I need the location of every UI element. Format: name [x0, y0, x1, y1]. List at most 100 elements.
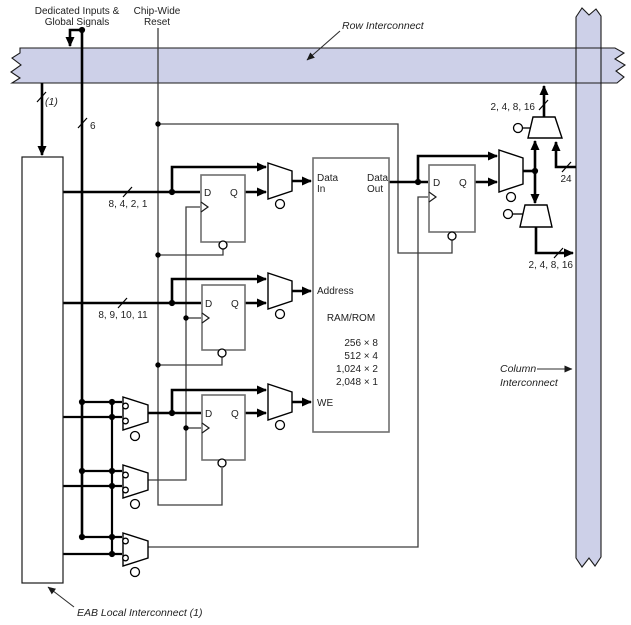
ram-rom-block [312, 157, 390, 433]
chip-wide-reset-label: Reset [144, 17, 170, 28]
dedicated-input-arrow-into-row [65, 28, 82, 47]
column-interconnect-label: Column [500, 363, 536, 375]
we-mux [267, 383, 293, 421]
ff3-clear-bubble-icon [217, 458, 227, 468]
clock1-source-mux-input-bubble-icon [122, 471, 129, 479]
dedicated-width-label: 6 [90, 121, 96, 132]
ram-rom-title: RAM/ROM [327, 313, 375, 324]
junction-dot [108, 482, 116, 490]
reset-branch-ff1 [158, 249, 224, 256]
address-mux [267, 272, 293, 310]
ff3-clock-triangle-icon [201, 422, 211, 434]
chip-wide-reset-wire [157, 28, 223, 506]
data-in-bypass [170, 162, 267, 192]
ram-port-data-out-label: Out [367, 184, 383, 195]
column-input-width-label: 24 [560, 174, 572, 185]
address-mux-bubble-icon [274, 308, 286, 320]
clock1-source-mux-bubble-icon [129, 498, 141, 510]
eab-local-interconnect-block [21, 156, 64, 584]
tick-data-in [122, 186, 133, 198]
output-register [428, 164, 476, 241]
tick-address [117, 297, 128, 309]
control-wires [148, 28, 453, 548]
ram-port-we-label: WE [317, 398, 333, 409]
clock2-wire-output-register [148, 196, 428, 548]
junction-dot [168, 299, 176, 307]
ff1-clear-bubble-icon [218, 240, 228, 250]
column-driver-mux [519, 204, 553, 228]
tick-column-output [553, 247, 564, 259]
input-register-1 [200, 174, 246, 250]
row-driver-mux [527, 116, 563, 139]
data-in-mux [267, 162, 293, 200]
junction-dot [108, 533, 116, 541]
input-register-2 [201, 284, 246, 358]
clock2-source-mux-bubble-icon [129, 566, 141, 578]
row-interconnect-label: Row Interconnect [342, 20, 425, 32]
dedicated-inputs-label: Global Signals [45, 17, 109, 28]
we-source-mux-input-bubble-icon [122, 402, 129, 410]
junction-dot [155, 362, 161, 368]
ram-size-option: 256 × 8 [344, 338, 378, 349]
ff3-d-label: D [205, 409, 212, 420]
junction-dot [414, 178, 422, 186]
we-source-mux-bubble-icon [129, 430, 141, 442]
output-mux [498, 149, 524, 193]
ff2-clear-bubble-icon [217, 348, 227, 358]
labels: Dedicated Inputs & Global Signals Chip-W… [35, 6, 574, 619]
output-ff-clear-bubble-icon [447, 231, 457, 241]
row-output-width-label: 2, 4, 8, 16 [491, 102, 536, 113]
ram-port-data-out-label: Data [367, 173, 389, 184]
reset-branch-output-register [158, 123, 453, 254]
we-bypass [170, 385, 267, 413]
tick-row-output [538, 99, 549, 111]
column-interconnect-label: Interconnect [500, 377, 559, 389]
ram-size-option: 512 × 4 [344, 351, 378, 362]
input-register-3 [201, 394, 246, 468]
eab-local-interconnect-leader-arrow [47, 586, 75, 608]
clock2-source-mux-input-bubble-icon [122, 554, 129, 562]
junction-dot [78, 398, 86, 406]
ram-port-data-in-label: Data [317, 173, 339, 184]
junction-dot [78, 26, 86, 34]
row-interconnect-leader-arrow [306, 30, 341, 61]
ff1-q-label: Q [230, 188, 238, 199]
output-ff-d-label: D [433, 178, 440, 189]
eab-input-width-label: (1) [45, 96, 58, 108]
junction-dot [78, 467, 86, 475]
column-interconnect-shape [575, 7, 602, 568]
junction-dot [108, 413, 116, 421]
ram-size-option: 2,048 × 1 [336, 377, 378, 388]
output-ff-box [428, 164, 476, 233]
ff1-box [200, 174, 246, 243]
column-output-bus [534, 227, 574, 258]
ram-port-data-in-label: In [317, 184, 325, 195]
column-feedback-bus-24 [551, 141, 576, 169]
ff3-q-label: Q [231, 409, 239, 420]
clock1-source-mux [122, 464, 149, 499]
annotation-leaders [47, 30, 573, 608]
column-output-width-label: 2, 4, 8, 16 [529, 260, 574, 271]
ff2-q-label: Q [231, 299, 239, 310]
tick-dedicated [77, 117, 88, 129]
junction-dot [155, 121, 161, 127]
output-ff-q-label: Q [459, 178, 467, 189]
clock1-source-mux-input-bubble-icon [122, 486, 129, 494]
eab-local-interconnect-label: EAB Local Interconnect (1) [77, 607, 202, 619]
chip-wide-reset-label: Chip-Wide [134, 6, 181, 17]
column-driver-bubble-icon [502, 208, 514, 220]
junction-dots [78, 26, 539, 558]
data-in-width-label: 8, 4, 2, 1 [109, 199, 148, 210]
junction-dot [168, 409, 176, 417]
dedicated-inputs-label: Dedicated Inputs & [35, 6, 120, 17]
column-interconnect-band [575, 7, 602, 568]
address-bypass [170, 274, 267, 303]
clock2-source-mux [122, 532, 149, 567]
ff2-clock-triangle-icon [201, 312, 211, 324]
reset-branch-ff2 [158, 357, 223, 366]
output-ff-clock-triangle-icon [428, 191, 438, 203]
we-mux-bubble-icon [274, 419, 286, 431]
junction-dot [108, 398, 116, 406]
